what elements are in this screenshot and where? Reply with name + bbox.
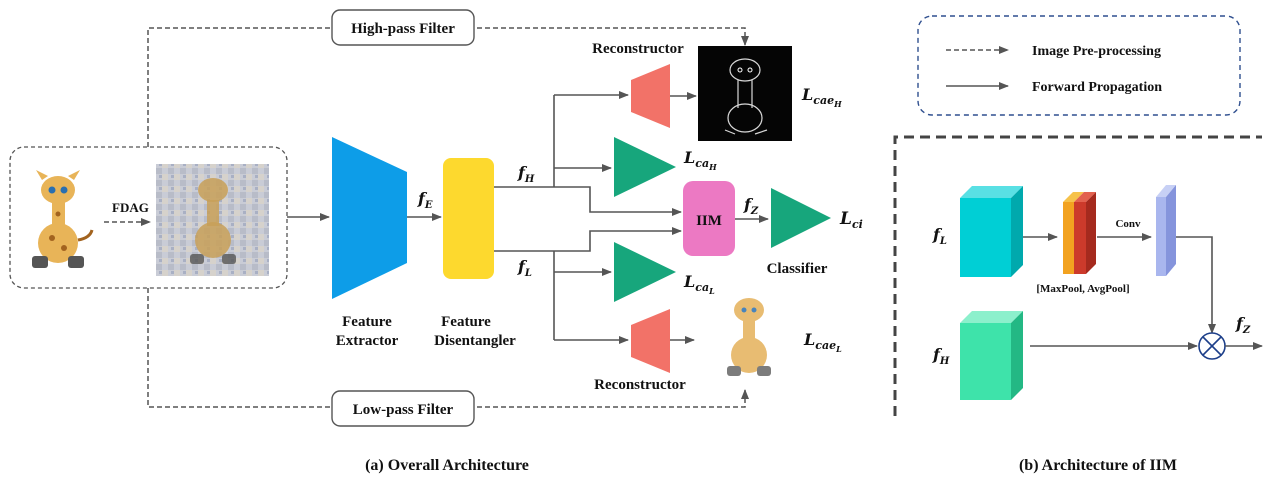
caption-overall: (a) Overall Architecture (365, 457, 529, 474)
reconstructor-bottom-shape (631, 309, 670, 373)
iim-panel-border (893, 135, 1262, 416)
feature-extractor-shape (332, 137, 407, 299)
fdag-label: FDAG (112, 200, 149, 215)
l-cae-h-symbol: LcaeH (801, 85, 842, 109)
classifier-h-shape (614, 137, 676, 197)
fl-to-iim-arrow (554, 227, 682, 252)
giraffe-input-image (32, 170, 94, 268)
iim-label: IIM (696, 213, 722, 229)
classifier-l-shape (614, 242, 676, 302)
high-pass-filter-box (331, 9, 475, 46)
iim-block (683, 181, 735, 256)
reconstructor-top-shape (631, 64, 670, 128)
iim-f-l-symbol: fL (932, 225, 947, 247)
f-z-symbol: fZ (743, 195, 759, 217)
l-ci-symbol: Lci (839, 209, 863, 231)
legend-dashed-label: Image Pre-processing (1032, 44, 1161, 59)
classifier-label: Classifier (767, 261, 828, 277)
l-cae-l-symbol: LcaeL (803, 330, 842, 354)
pool-label: [MaxPool, AvgPool] (1036, 283, 1129, 295)
iim-f-h-symbol: fH (932, 345, 950, 367)
f-l-symbol: fL (517, 257, 532, 279)
fh-cube (960, 311, 1023, 400)
conv-label: Conv (1115, 218, 1141, 230)
low-pass-filter-box (331, 390, 475, 427)
pool-feature-maps (1063, 192, 1096, 274)
feature-extractor-label-1: Feature (342, 314, 392, 330)
feature-disentangler-label-2: Disentangler (434, 333, 516, 349)
low-frequency-image (727, 298, 771, 376)
conv-feature-map (1156, 185, 1176, 276)
feature-disentangler-label-1: Feature (441, 314, 491, 330)
fl-cube (960, 186, 1023, 277)
low-pass-filter-label: Low-pass Filter (353, 402, 454, 418)
reconstructor-top-label: Reconstructor (592, 41, 684, 57)
conv-to-multiply-arrow (1176, 236, 1216, 334)
feature-disentangler-shape (443, 158, 494, 279)
multiply-icon (1198, 332, 1226, 360)
legend-box (917, 15, 1241, 116)
f-h-symbol: fH (517, 163, 535, 185)
augmented-image (156, 164, 269, 276)
fh-to-iim-arrow (554, 186, 682, 216)
caption-iim: (b) Architecture of IIM (1019, 457, 1177, 474)
iim-f-z-symbol: fZ (1235, 314, 1251, 336)
l-ca-h-symbol: LcaH (683, 148, 717, 172)
feature-extractor-label-2: Extractor (336, 333, 399, 349)
legend-solid-label: Forward Propagation (1032, 80, 1162, 95)
classifier-main-shape (771, 188, 831, 248)
reconstructor-bottom-label: Reconstructor (594, 377, 686, 393)
high-pass-filter-label: High-pass Filter (351, 21, 455, 37)
l-ca-l-symbol: LcaL (683, 272, 715, 296)
high-frequency-image (698, 46, 792, 141)
f-e-symbol: fE (417, 189, 433, 211)
